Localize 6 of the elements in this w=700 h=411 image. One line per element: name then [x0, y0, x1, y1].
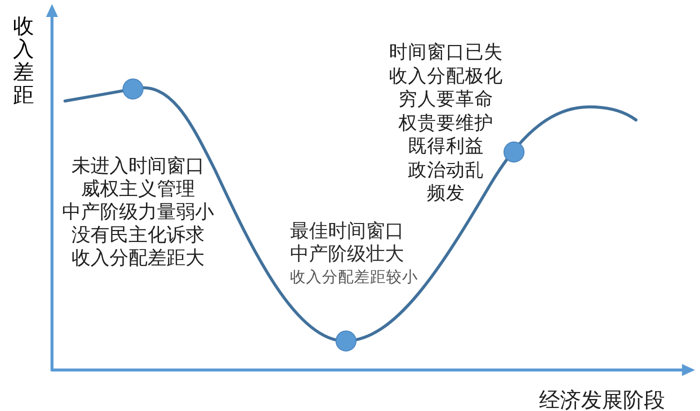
- annotation-text: 收入分配差距较小: [290, 267, 418, 287]
- x-axis-label: 经济发展阶段: [539, 387, 665, 411]
- y-axis-label: 收入差距: [13, 15, 34, 108]
- annotation-text: 时间窗口已失收入分配极化穷人要革命权贵要维护既得利益政治动乱频发: [389, 41, 503, 206]
- annotation-text: 未进入时间窗口威权主义管理中产阶级力量弱小没有民主化诉求收入分配差距大: [62, 155, 214, 270]
- annotation-text: 最佳时间窗口中产阶级壮大: [290, 220, 404, 266]
